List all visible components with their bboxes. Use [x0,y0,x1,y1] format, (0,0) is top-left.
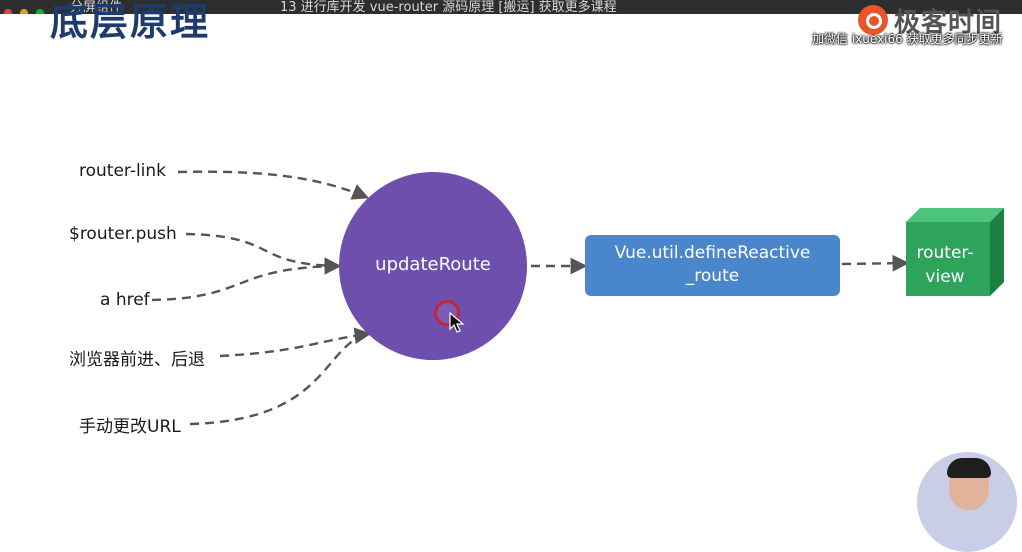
edge-a-href [151,257,342,302]
diagram-edges [151,170,910,426]
maximize-dot-icon[interactable] [36,9,45,14]
presenter-hair [947,458,991,478]
edge-reactive-to-view [841,254,910,272]
define-reactive-line1: Vue.util.defineReactive [614,243,811,263]
close-dot-icon[interactable] [4,9,12,14]
video-title-bar: 分屏组件 13 进行库开发 vue-router 源码原理 [搬运] 获取更多课… [0,0,1022,14]
source-router-push: $router.push [69,224,177,244]
edge-router-push [185,232,342,275]
define-reactive-node: Vue.util.defineReactive _route [585,235,840,296]
edge-manual-url [189,329,373,426]
brand-logo: 极客时间 [858,4,1003,38]
mouse-cursor-icon [449,312,465,333]
edge-router-link [177,170,370,200]
presenter-webcam [917,452,1017,552]
slide-title: 底层原理 [50,0,211,44]
update-route-node: updateRoute [339,172,527,360]
geekbang-logo-icon [858,5,888,35]
minimize-dot-icon[interactable] [20,9,29,14]
window-dots [4,2,47,14]
source-browser-nav: 浏览器前进、后退 [69,350,205,370]
logo-text: 极客时间 [894,7,1003,38]
video-title: 13 进行库开发 vue-router 源码原理 [搬运] 获取更多课程 [280,0,617,14]
edge-browser-nav [219,327,372,358]
router-view-label: router- view [908,241,982,289]
update-route-label: updateRoute [375,254,491,275]
tab-label[interactable]: 分屏组件 [70,0,123,14]
router-view-line1: router- [916,243,974,263]
source-manual-url: 手动更改URL [79,417,181,437]
source-router-link: router-link [79,161,167,181]
define-reactive-line2: _route [685,266,740,286]
router-view-line2: view [925,267,965,287]
router-view-cube [906,208,1004,296]
source-a-href: a href [100,290,150,310]
watermark-text: 加微信 ixuexi66 获取更多同步更新 [812,32,1003,46]
